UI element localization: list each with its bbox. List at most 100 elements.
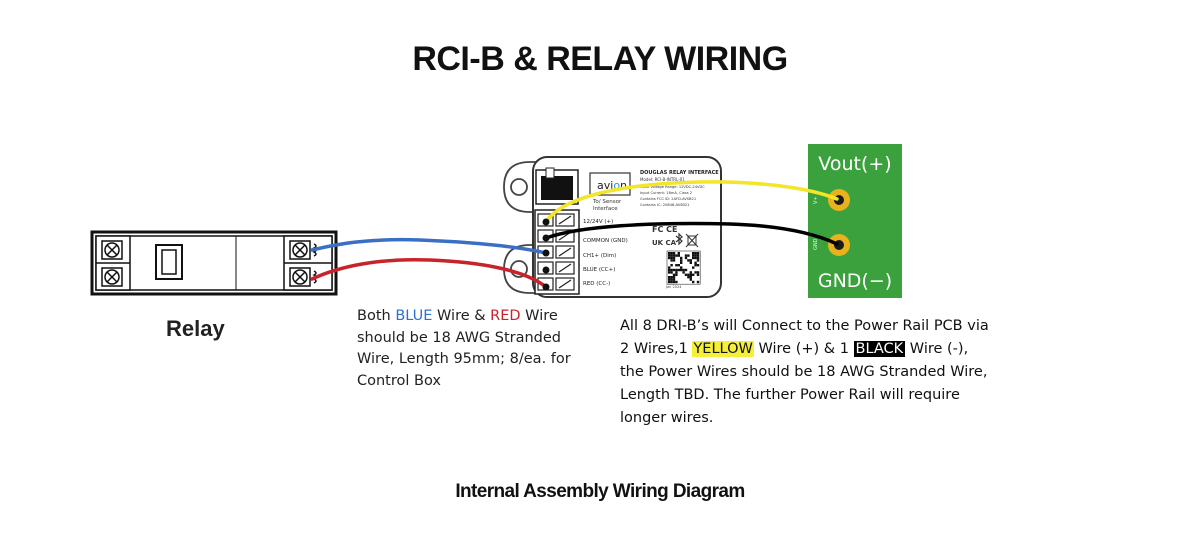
qr-module bbox=[694, 256, 697, 260]
qr-module bbox=[692, 280, 695, 284]
power-rail-board bbox=[808, 144, 902, 298]
qr-module bbox=[670, 254, 673, 257]
qr-module bbox=[694, 271, 697, 274]
yellow-wire bbox=[544, 180, 839, 224]
gnd-label: GND(−) bbox=[818, 270, 892, 292]
qr-module bbox=[689, 259, 692, 262]
qr-module bbox=[680, 268, 683, 272]
qr-module bbox=[689, 278, 692, 281]
qr-module bbox=[687, 259, 690, 262]
qr-module bbox=[680, 259, 683, 262]
module-model: Model: RCI-B-INTRL-01 bbox=[640, 177, 685, 182]
qr-module bbox=[668, 271, 671, 274]
terminal-label: COMMON (GND) bbox=[583, 238, 628, 244]
qr-module bbox=[689, 271, 692, 274]
wires bbox=[310, 180, 839, 289]
qr-module bbox=[677, 264, 680, 267]
qr-module bbox=[668, 252, 671, 255]
qr-module bbox=[696, 273, 700, 276]
qr-module bbox=[689, 261, 692, 264]
qr-module bbox=[696, 259, 700, 262]
module-spec-line: Contains IC: 20846-AVSB21 bbox=[640, 203, 689, 207]
note-text: Wire should be 18 AWG Stranded Wire, Len… bbox=[357, 308, 571, 389]
qr-module bbox=[677, 268, 680, 272]
qr-module bbox=[668, 268, 671, 272]
qr-module bbox=[692, 273, 695, 276]
qr-module bbox=[692, 254, 695, 257]
qr-module bbox=[668, 276, 671, 279]
qr-module bbox=[684, 254, 688, 257]
blue-word: BLUE bbox=[395, 308, 433, 324]
note-text: Wire (+) & 1 bbox=[753, 341, 854, 357]
sensor-connector-socket bbox=[541, 176, 573, 200]
qr-module bbox=[670, 256, 673, 260]
qr-module bbox=[670, 271, 673, 274]
qr-module bbox=[696, 252, 700, 255]
blue-wire bbox=[310, 237, 548, 255]
power-wires-note: All 8 DRI-B’s will Connect to the Power … bbox=[620, 315, 990, 430]
qr-module bbox=[672, 256, 676, 260]
note-text: Wire & bbox=[432, 308, 491, 324]
qr-module bbox=[696, 264, 700, 267]
cert-marks-uk: UK CA bbox=[652, 239, 677, 247]
qr-code bbox=[666, 250, 701, 285]
mounting-hole-top bbox=[510, 178, 528, 196]
power-rail-pcb: Vout(+) GND(−) V+ GND bbox=[808, 144, 902, 298]
relay-switch-icon bbox=[155, 244, 183, 280]
relay-right-terminals bbox=[283, 235, 333, 291]
terminal-screw-slots bbox=[558, 215, 572, 289]
qr-module bbox=[672, 254, 676, 257]
sensor-label: To/ Sensor bbox=[592, 199, 622, 205]
cert-marks: FC CE bbox=[652, 225, 677, 234]
qr-module bbox=[675, 254, 678, 257]
note-text: All 8 DRI-B’s will Connect to the Power … bbox=[620, 318, 989, 357]
qr-module bbox=[672, 280, 676, 284]
qr-module bbox=[675, 273, 678, 276]
terminal-label: BLUE (CC+) bbox=[583, 267, 615, 273]
note-text: Wire (-), the Power Wires should be 18 A… bbox=[620, 341, 988, 426]
qr-module bbox=[680, 256, 683, 260]
yellow-word: YELLOW bbox=[692, 341, 754, 357]
qr-module bbox=[694, 264, 697, 267]
qr-module bbox=[687, 254, 690, 257]
qr-module bbox=[684, 273, 688, 276]
module-header: DOUGLAS RELAY INTERFACE bbox=[640, 170, 719, 176]
qr-module bbox=[672, 278, 676, 281]
qr-module bbox=[694, 252, 697, 255]
qr-module bbox=[694, 254, 697, 257]
relay-left-terminals bbox=[95, 235, 131, 291]
qr-module bbox=[689, 273, 692, 276]
relay-label: Relay bbox=[166, 316, 225, 341]
screw-icon bbox=[101, 240, 123, 260]
qr-module bbox=[670, 259, 673, 262]
vout-label: Vout(+) bbox=[818, 153, 891, 175]
connector-latch bbox=[545, 167, 555, 179]
qr-module bbox=[696, 256, 700, 260]
qr-module bbox=[672, 252, 676, 255]
module-spec-line: Input Voltage Range: 12VDC-24VDC bbox=[640, 185, 705, 189]
wire-terminations bbox=[542, 218, 550, 291]
qr-module bbox=[680, 266, 683, 269]
brand-logo: avion bbox=[597, 179, 627, 192]
module-date: Jan 2024 bbox=[665, 285, 682, 289]
qr-module bbox=[670, 278, 673, 281]
black-word: BLACK bbox=[853, 341, 906, 357]
module-spec-line: Contains FCC ID: 2AFD-AVSB21 bbox=[640, 197, 696, 201]
qr-module bbox=[670, 252, 673, 255]
screw-icon bbox=[289, 240, 311, 260]
qr-module bbox=[675, 280, 678, 284]
red-word: RED bbox=[490, 308, 521, 324]
qr-module bbox=[675, 268, 678, 272]
qr-module bbox=[668, 266, 671, 269]
qr-module bbox=[670, 276, 673, 279]
qr-module bbox=[684, 268, 688, 272]
red-wire bbox=[310, 257, 548, 289]
sensor-label: Interface bbox=[593, 206, 618, 212]
qr-module bbox=[694, 261, 697, 264]
qr-module bbox=[692, 252, 695, 255]
qr-module bbox=[670, 264, 673, 267]
qr-module bbox=[687, 276, 690, 279]
qr-module bbox=[687, 273, 690, 276]
qr-module bbox=[672, 273, 676, 276]
terminal-label: RED (CC-) bbox=[583, 281, 610, 287]
